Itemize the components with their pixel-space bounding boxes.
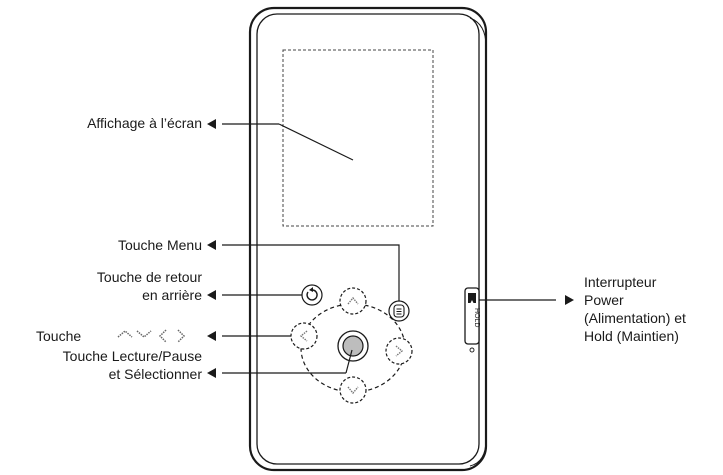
label-menu: Touche Menu bbox=[117, 237, 202, 253]
nav-button-up bbox=[339, 287, 367, 315]
leader-play bbox=[207, 349, 353, 378]
label-back-line1: Touche de retour bbox=[96, 269, 202, 285]
label-play-line2: et Sélectionner bbox=[108, 366, 202, 382]
nav-button-down bbox=[339, 376, 367, 404]
label-play: Touche Lecture/Pause et Sélectionner bbox=[63, 347, 202, 383]
label-screen: Affichage à l’écran bbox=[87, 115, 202, 131]
nav-button-right bbox=[385, 337, 413, 365]
screen-area bbox=[282, 49, 434, 227]
device-side-edge bbox=[469, 17, 487, 467]
leader-screen bbox=[207, 119, 354, 161]
nav-glyph-up bbox=[117, 330, 133, 338]
label-switch-line4: Hold (Maintien) bbox=[584, 328, 679, 344]
leader-nav bbox=[207, 331, 291, 341]
leader-switch bbox=[479, 295, 574, 305]
nav-glyph-left bbox=[158, 329, 167, 343]
menu-button bbox=[388, 300, 410, 322]
label-switch-line3: (Alimentation) et bbox=[584, 310, 686, 326]
label-switch-line2: Power bbox=[584, 292, 624, 308]
label-nav: Touche bbox=[36, 328, 82, 344]
label-switch: Interrupteur Power (Alimentation) et Hol… bbox=[584, 273, 686, 345]
device-outer-shell bbox=[248, 6, 488, 472]
nav-glyph-down bbox=[136, 330, 152, 338]
label-play-line1: Touche Lecture/Pause bbox=[62, 348, 202, 364]
hold-switch: HOLD bbox=[464, 287, 480, 353]
nav-button-left bbox=[290, 322, 318, 350]
hold-switch-text: HOLD bbox=[473, 308, 480, 327]
leader-back bbox=[207, 290, 302, 300]
label-back-line2: en arrière bbox=[142, 287, 202, 303]
leader-menu bbox=[207, 240, 400, 301]
device-inner-shell bbox=[256, 13, 480, 465]
back-button bbox=[301, 284, 323, 306]
label-switch-line1: Interrupteur bbox=[584, 274, 657, 290]
play-select-button bbox=[337, 330, 369, 362]
nav-glyph-right bbox=[177, 329, 186, 343]
label-back: Touche de retour en arrière bbox=[97, 268, 202, 304]
